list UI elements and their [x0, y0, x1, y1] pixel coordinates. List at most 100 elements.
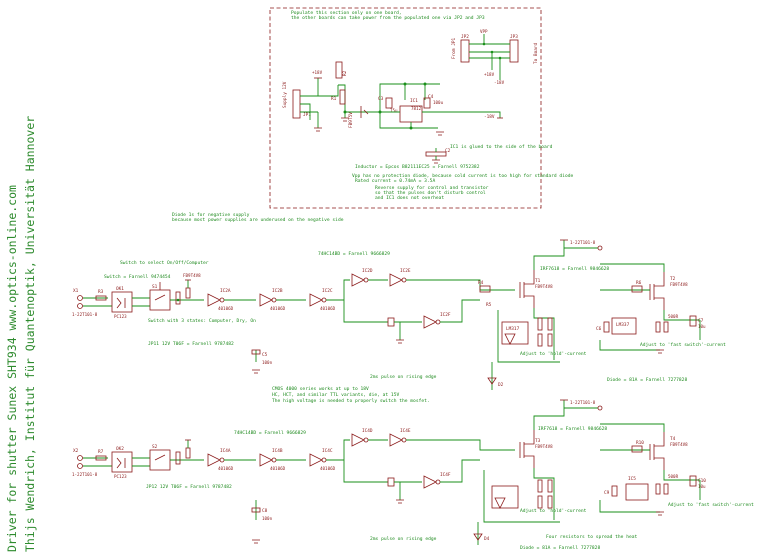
- svg-text:Switch with 3 states: Computer: Switch with 3 states: Computer, Dry, On: [148, 318, 256, 324]
- svg-text:Supply 12V: Supply 12V: [282, 81, 288, 108]
- svg-text:40106D: 40106D: [270, 466, 286, 471]
- svg-text:C3: C3: [378, 96, 384, 102]
- svg-text:-18V: -18V: [494, 80, 505, 85]
- svg-text:IC2E: IC2E: [400, 268, 411, 274]
- svg-text:C10: C10: [698, 478, 706, 484]
- svg-text:C8: C8: [262, 508, 268, 514]
- svg-text:FB9T4V8: FB9T4V8: [535, 444, 553, 449]
- svg-text:X1: X1: [73, 288, 79, 294]
- svg-text:R5: R5: [486, 302, 492, 308]
- svg-text:IC2A: IC2A: [220, 288, 231, 294]
- svg-text:IC2B: IC2B: [272, 288, 283, 294]
- svg-text:500R: 500R: [668, 474, 679, 479]
- svg-text:IC4A: IC4A: [220, 448, 231, 454]
- svg-text:FB9T4V8: FB9T4V8: [670, 442, 688, 447]
- svg-text:Inductor = Epcos B82111EC25 =: Inductor = Epcos B82111EC25 = Farnell 97…: [355, 164, 480, 170]
- svg-text:Populate this section only on: Populate this section only on one board,: [291, 10, 402, 16]
- svg-text:because most power supplies ar: because most power supplies are underuse…: [172, 217, 344, 223]
- svg-text:100u: 100u: [433, 100, 444, 105]
- svg-text:FB9T4V8: FB9T4V8: [535, 284, 553, 289]
- svg-text:Adjust to 'fast switch'-curren: Adjust to 'fast switch'-current: [640, 342, 726, 348]
- svg-text:IRF7618 = Farnell 9846628: IRF7618 = Farnell 9846628: [540, 266, 609, 272]
- svg-text:The high voltage is needed to: The high voltage is needed to properly s…: [272, 398, 430, 404]
- svg-text:Vpp has no protection diode, b: Vpp has no protection diode, because col…: [352, 173, 573, 179]
- svg-text:FB9T4V8: FB9T4V8: [183, 273, 201, 278]
- svg-text:Diode = 81A = Farnell 7277828: Diode = 81A = Farnell 7277828: [607, 377, 687, 383]
- svg-text:100n: 100n: [262, 516, 273, 521]
- svg-text:Diode 1s for negative supply: Diode 1s for negative supply: [172, 212, 250, 218]
- svg-text:X2: X2: [73, 448, 79, 454]
- svg-text:1-22T101-8: 1-22T101-8: [72, 312, 98, 317]
- svg-text:IC4D: IC4D: [362, 428, 373, 434]
- svg-text:JP12 12V T06F = Farnell 978748: JP12 12V T06F = Farnell 9787482: [146, 484, 232, 490]
- svg-text:C2: C2: [445, 148, 451, 154]
- svg-text:R4: R4: [478, 280, 484, 286]
- svg-text:IC1: IC1: [410, 98, 418, 104]
- svg-text:S2: S2: [152, 444, 158, 450]
- svg-text:Diode = 81A = Farnell 7277828: Diode = 81A = Farnell 7277828: [520, 545, 600, 551]
- svg-text:FB9T5V: FB9T5V: [348, 112, 354, 128]
- svg-text:40106D: 40106D: [218, 466, 234, 471]
- svg-text:T3: T3: [535, 438, 541, 444]
- svg-text:40106D: 40106D: [218, 306, 234, 311]
- svg-text:R3: R3: [98, 289, 104, 295]
- svg-text:VPP: VPP: [480, 29, 488, 34]
- svg-text:T4: T4: [670, 436, 676, 442]
- svg-text:1-22T101-8: 1-22T101-8: [570, 400, 596, 405]
- svg-text:500R: 500R: [668, 314, 679, 319]
- svg-text:40106D: 40106D: [270, 306, 286, 311]
- svg-text:R6: R6: [636, 280, 642, 286]
- svg-text:74HC14BD = Farnell 9666829: 74HC14BD = Farnell 9666829: [318, 251, 390, 257]
- svg-text:1-22T101-8: 1-22T101-8: [72, 472, 98, 477]
- svg-text:IC1 is glued to the side of th: IC1 is glued to the side of the board: [450, 144, 553, 150]
- svg-text:LM337: LM337: [616, 322, 630, 328]
- svg-text:JP11 12V T06F = Farnell 978748: JP11 12V T06F = Farnell 9787482: [148, 341, 234, 347]
- svg-text:IC2F: IC2F: [440, 312, 451, 318]
- svg-text:HC, HCT, and similar TTL varia: HC, HCT, and similar TTL variants, die, …: [272, 392, 399, 398]
- svg-text:1-22T101-8: 1-22T101-8: [570, 240, 596, 245]
- power-notes: Populate this section only on one board,…: [291, 10, 573, 201]
- svg-text:Four resistors to spread the h: Four resistors to spread the heat: [546, 534, 638, 540]
- jp2-jp3-connectors: From JP1 To Board JP2 JP3 VPP +18V -18V: [451, 29, 539, 85]
- svg-text:2ms pulse on rising edge: 2ms pulse on rising edge: [370, 374, 437, 380]
- svg-text:40106D: 40106D: [320, 466, 336, 471]
- svg-text:R1: R1: [331, 96, 337, 102]
- svg-text:and IC1 does not overheat: and IC1 does not overheat: [375, 195, 444, 201]
- svg-text:C5: C5: [262, 352, 268, 358]
- svg-text:IC4B: IC4B: [272, 448, 283, 454]
- svg-text:40106D: 40106D: [320, 306, 336, 311]
- svg-text:R10: R10: [636, 440, 644, 446]
- svg-text:OK1: OK1: [116, 286, 124, 292]
- power-circuit: Supply 12V JP1 +18V R2 R1 FB9T5V C3 15u …: [282, 61, 503, 164]
- svg-text:JP2: JP2: [461, 34, 469, 40]
- power-section-frame: [269, 7, 542, 209]
- svg-text:PC123: PC123: [114, 474, 127, 479]
- svg-text:Switch to select On/Off/Comput: Switch to select On/Off/Computer: [120, 260, 209, 266]
- svg-text:FB9T4V8: FB9T4V8: [670, 282, 688, 287]
- svg-text:Rated current = 0.74mA = 3.5A: Rated current = 0.74mA = 3.5A: [355, 178, 435, 184]
- svg-text:100n: 100n: [262, 360, 273, 365]
- svg-text:IC4F: IC4F: [440, 472, 451, 478]
- svg-text:R7: R7: [98, 449, 104, 455]
- svg-text:IC2D: IC2D: [362, 268, 373, 274]
- channel-2: JP12 12V T06F = Farnell 9787482 74HC14BD…: [72, 399, 754, 551]
- svg-text:PC123: PC123: [114, 314, 127, 319]
- svg-text:IRF7618 = Farnell 9846628: IRF7618 = Farnell 9846628: [538, 426, 607, 432]
- svg-text:C7: C7: [698, 318, 704, 324]
- svg-text:R2: R2: [342, 70, 348, 76]
- svg-text:so that the pulses don't distu: so that the pulses don't disturb control: [375, 190, 486, 196]
- svg-text:-18V: -18V: [484, 114, 495, 120]
- svg-text:+18V: +18V: [312, 70, 323, 75]
- svg-text:CMOS 4000 series works at up t: CMOS 4000 series works at up to 18V: [272, 386, 369, 392]
- svg-text:IC2C: IC2C: [322, 288, 333, 294]
- svg-text:IC5: IC5: [628, 476, 636, 482]
- mid-notes: Diode 1s for negative supply because mos…: [172, 212, 344, 223]
- svg-text:C6: C6: [596, 326, 602, 332]
- svg-text:15u: 15u: [390, 108, 398, 113]
- svg-text:JP3: JP3: [510, 34, 518, 40]
- svg-text:Adjust to 'hold'-current: Adjust to 'hold'-current: [520, 508, 587, 514]
- svg-text:the other boards can take powe: the other boards can take power from the…: [291, 15, 485, 21]
- svg-text:S1: S1: [152, 284, 158, 290]
- svg-text:T1: T1: [535, 278, 541, 284]
